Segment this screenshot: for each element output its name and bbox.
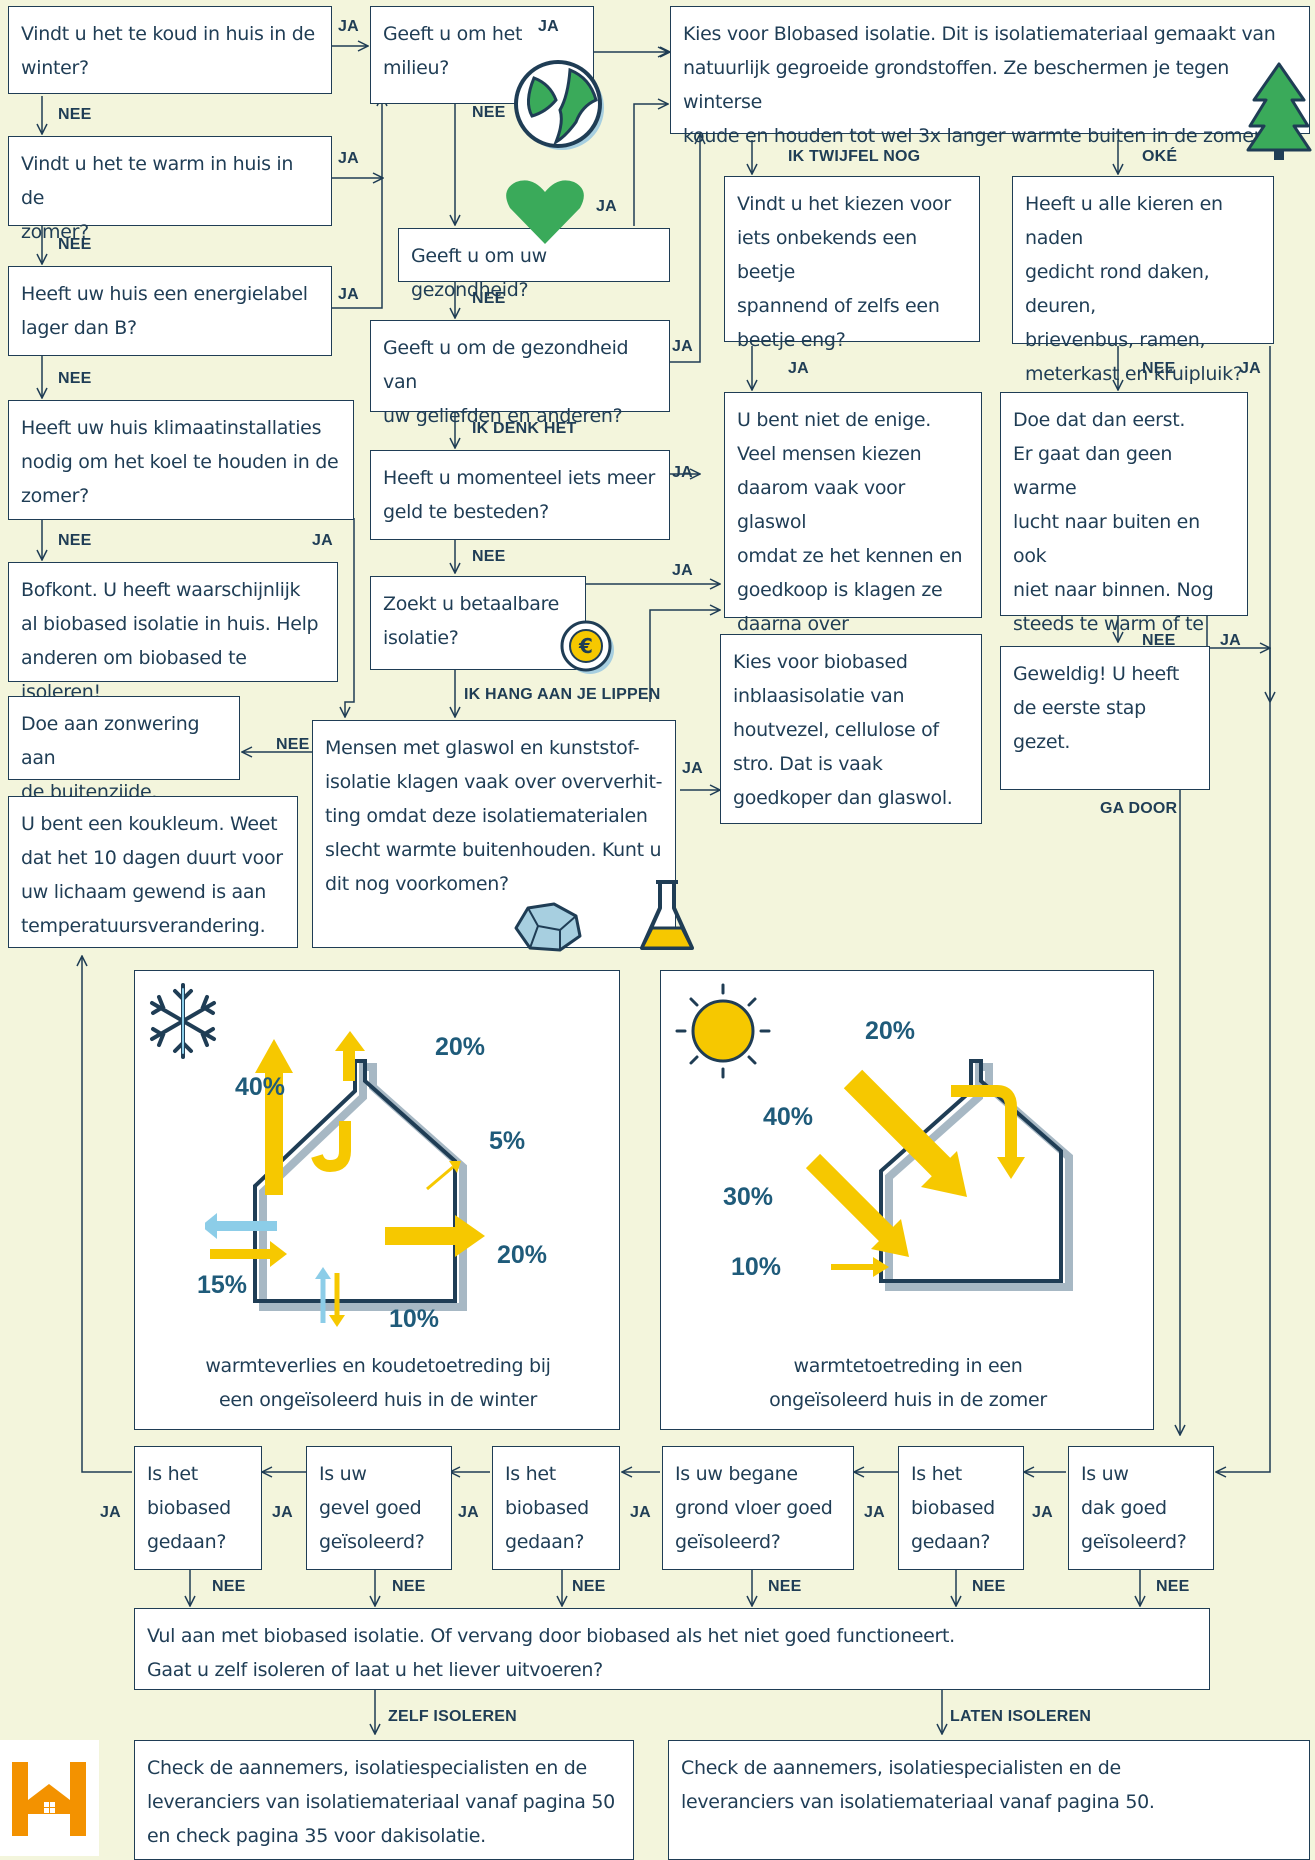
winter-house-diagram xyxy=(205,1031,485,1327)
winter-infographic: 40% 20% 5% 20% 15% 10% warmteverlies en … xyxy=(134,970,620,1430)
label-ja: JA xyxy=(682,760,703,777)
snowflake-icon xyxy=(150,983,216,1059)
question-cold-winter: Vindt u het te koud in huis in de winter… xyxy=(8,6,332,94)
label-oke: OKÉ xyxy=(1142,148,1178,165)
label-ja: JA xyxy=(788,360,809,377)
label-ik-denk-het: IK DENK HET xyxy=(472,420,577,437)
question-cracks: Heeft u alle kieren en naden gedicht ron… xyxy=(1012,176,1274,385)
fill-biobased: Vul aan met biobased isolatie. Of vervan… xyxy=(134,1608,1210,1690)
question-facade: Is uw gevel goed geïsoleerd? xyxy=(306,1446,452,1570)
question-unknown: Vindt u het kiezen voor iets onbekends e… xyxy=(724,176,980,351)
house-logo-icon xyxy=(12,1762,86,1836)
label-nee: NEE xyxy=(472,290,506,307)
label-nee: NEE xyxy=(472,104,506,121)
tree-icon xyxy=(1246,62,1312,160)
question-biobased-facade: Is het biobased gedaan? xyxy=(134,1446,262,1570)
check-self-install: Check de aannemers, isolatiespecialisten… xyxy=(134,1740,634,1860)
label-nee: NEE xyxy=(58,532,92,549)
do-first-message: Doe dat dan eerst. Er gaat dan geen warm… xyxy=(1000,392,1248,669)
label-ja: JA xyxy=(272,1504,293,1521)
question-roof: Is uw dak goed geïsoleerd? xyxy=(1068,1446,1214,1570)
label-ik-hang-aan-je-lippen: IK HANG AAN JE LIPPEN xyxy=(464,686,661,703)
label-ja: JA xyxy=(1032,1504,1053,1521)
label-ja: JA xyxy=(338,18,359,35)
label-ja: JA xyxy=(1240,360,1261,377)
label-nee: NEE xyxy=(768,1578,802,1595)
winter-floor-percent: 10% xyxy=(389,1305,440,1333)
question-climate-installations: Heeft uw huis klimaatinstallaties nodig … xyxy=(8,400,354,520)
label-nee: NEE xyxy=(1142,360,1176,377)
label-nee: NEE xyxy=(1156,1578,1190,1595)
label-ga-door: GA DOOR xyxy=(1100,800,1178,817)
label-ja: JA xyxy=(596,198,617,215)
earth-icon xyxy=(514,60,604,150)
winter-caption: warmteverlies en koudetoetreding bij een… xyxy=(205,1355,551,1411)
winter-window-percent: 5% xyxy=(489,1127,526,1155)
winter-roof-percent: 40% xyxy=(235,1073,286,1101)
label-nee: NEE xyxy=(212,1578,246,1595)
label-ja: JA xyxy=(338,150,359,167)
great-message: Geweldig! U heeft de eerste stap gezet. xyxy=(1000,646,1210,790)
not-only-message: U bent niet de enige. Veel mensen kiezen… xyxy=(724,392,982,669)
label-ja: JA xyxy=(630,1504,651,1521)
winter-window-left-percent: 15% xyxy=(197,1271,248,1299)
sun-icon xyxy=(675,983,771,1079)
label-nee: NEE xyxy=(1142,632,1176,649)
label-ja: JA xyxy=(338,286,359,303)
label-ja: JA xyxy=(312,532,333,549)
summer-infographic: 20% 40% 30% 10% warmtetoetreding in een … xyxy=(660,970,1154,1430)
lucky-message: Bofkont. U heeft waarschijnlijk al bioba… xyxy=(8,562,338,703)
summer-caption: warmtetoetreding in een ongeïsoleerd hui… xyxy=(769,1355,1047,1411)
label-ja: JA xyxy=(458,1504,479,1521)
label-ja: JA xyxy=(672,562,693,579)
label-laten-isoleren: LATEN ISOLEREN xyxy=(950,1708,1092,1725)
label-nee: NEE xyxy=(58,236,92,253)
label-nee: NEE xyxy=(472,548,506,565)
summer-wall-percent: 30% xyxy=(723,1183,774,1211)
summer-chimney-percent: 20% xyxy=(865,1017,916,1045)
summer-floor-percent: 10% xyxy=(731,1253,782,1281)
flask-icon xyxy=(640,880,694,950)
label-ja: JA xyxy=(100,1504,121,1521)
question-warm-summer: Vindt u het te warm in huis in de zomer? xyxy=(8,136,332,243)
label-ja: JA xyxy=(1220,632,1241,649)
inblaas-message: Kies voor biobased inblaasisolatie van h… xyxy=(720,634,982,824)
choose-biobased: Kies voor Blobased isolatie. Dit is isol… xyxy=(670,6,1310,147)
question-health: Geeft u om uw gezondheid? xyxy=(398,228,670,301)
rock-icon xyxy=(514,902,582,952)
question-biobased-floor: Is het biobased gedaan? xyxy=(492,1446,620,1570)
summer-house-diagram xyxy=(805,1059,1073,1291)
heart-icon xyxy=(506,180,584,244)
glaswol-message: Mensen met glaswol en kunststof- isolati… xyxy=(312,720,676,948)
svg-text:€: € xyxy=(578,634,593,658)
question-money: Heeft u momenteel iets meer geld te best… xyxy=(370,450,670,540)
label-ja: JA xyxy=(538,18,559,35)
label-ja: JA xyxy=(672,464,693,481)
label-nee: NEE xyxy=(58,106,92,123)
check-professional: Check de aannemers, isolatiespecialisten… xyxy=(668,1740,1310,1860)
question-energy-label: Heeft uw huis een energielabel lager dan… xyxy=(8,266,332,356)
label-zelf-isoleren: ZELF ISOLEREN xyxy=(388,1708,517,1725)
question-affordable: Zoekt u betaalbare isolatie? xyxy=(370,576,586,670)
brand-logo xyxy=(0,1740,99,1856)
koukleum-message: U bent een koukleum. Weet dat het 10 dag… xyxy=(8,796,298,948)
label-ik-twijfel-nog: IK TWIJFEL NOG xyxy=(788,148,921,165)
label-nee: NEE xyxy=(392,1578,426,1595)
sunscreen-message: Doe aan zonwering aan de buitenzijde. xyxy=(8,696,240,803)
label-nee: NEE xyxy=(58,370,92,387)
summer-roof-percent: 40% xyxy=(763,1103,814,1131)
label-ja: JA xyxy=(672,338,693,355)
label-ja: JA xyxy=(864,1504,885,1521)
question-biobased-roof: Is het biobased gedaan? xyxy=(898,1446,1024,1570)
euro-coin-icon: € xyxy=(560,620,614,674)
question-loved-ones: Geeft u om de gezondheid van uw geliefde… xyxy=(370,320,670,427)
label-nee: NEE xyxy=(572,1578,606,1595)
winter-chimney-percent: 20% xyxy=(435,1033,486,1061)
label-nee: NEE xyxy=(276,736,310,753)
label-nee: NEE xyxy=(972,1578,1006,1595)
question-floor: Is uw begane grond vloer goed geïsoleerd… xyxy=(662,1446,854,1570)
winter-wall-percent: 20% xyxy=(497,1241,548,1269)
